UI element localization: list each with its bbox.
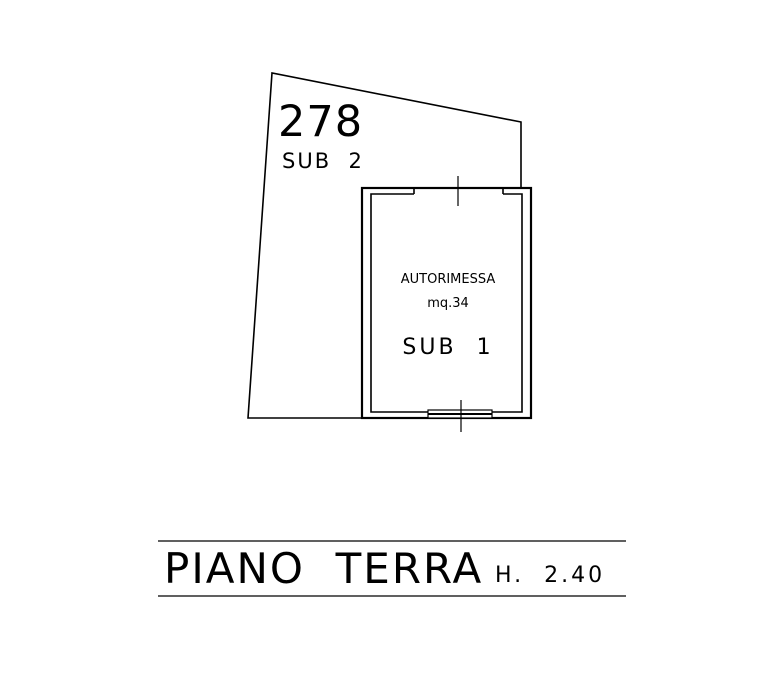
room-sub-label: SUB 1 [402,335,494,360]
room-area: mq.34 [427,296,469,311]
floor-title: PIANO TERRA [164,544,484,593]
room-name: AUTORIMESSA [400,272,496,287]
floor-height: H. 2.40 [495,563,606,588]
parcel-outline [247,72,522,419]
parcel-sub-label: SUB 2 [282,149,364,173]
parcel-number: 278 [278,97,364,147]
